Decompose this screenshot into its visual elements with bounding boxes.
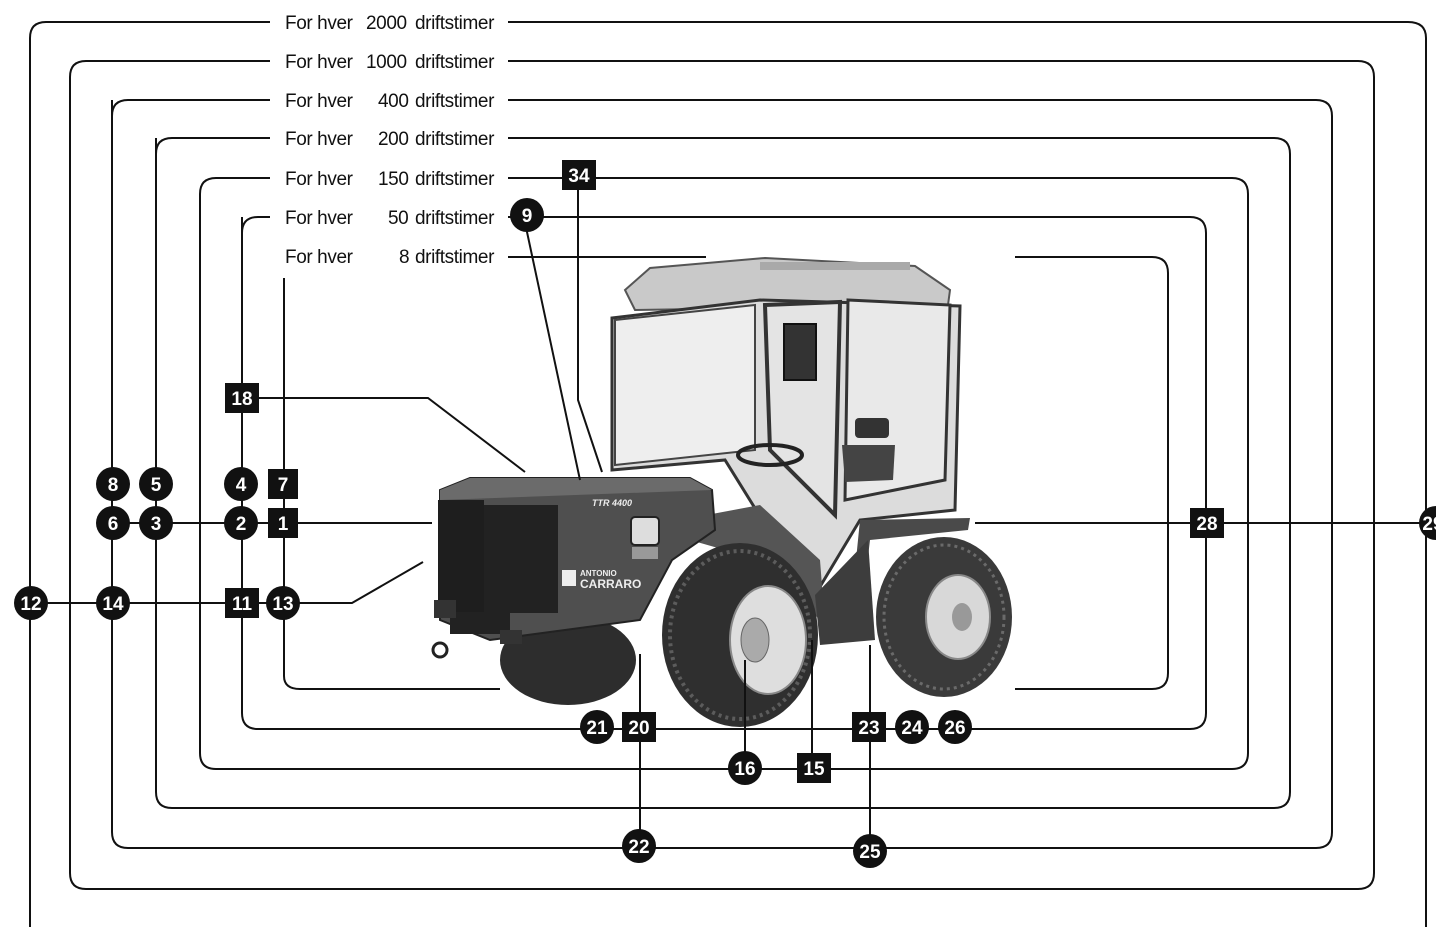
interval-hours: 200 — [378, 129, 409, 150]
svg-text:4: 4 — [236, 475, 247, 496]
marker-12: 12 — [14, 586, 48, 620]
svg-text:For hver 400 drift: For hver 400 driftstimer — [285, 91, 495, 112]
marker-25: 25 — [853, 834, 887, 868]
marker-4: 4 — [224, 467, 258, 501]
interval-prefix: For hver — [285, 129, 354, 150]
interval-unit: driftstimer — [415, 247, 495, 268]
svg-text:11: 11 — [232, 594, 253, 615]
svg-text:For hver 50 drifts: For hver 50 driftstimer — [285, 208, 495, 229]
interval-unit: driftstimer — [415, 52, 495, 73]
interval-prefix: For hver — [285, 52, 354, 73]
interval-prefix: For hver — [285, 208, 354, 229]
svg-text:26: 26 — [944, 718, 965, 739]
svg-text:9: 9 — [522, 206, 533, 227]
marker-14: 14 — [96, 586, 130, 620]
marker-7: 7 — [268, 469, 298, 499]
svg-text:16: 16 — [734, 759, 755, 780]
interval-unit: driftstimer — [415, 169, 495, 190]
svg-text:14: 14 — [102, 594, 124, 615]
marker-34: 34 — [562, 160, 596, 190]
interval-hours: 150 — [378, 169, 409, 190]
marker-1: 1 — [268, 508, 298, 538]
interval-frame-150: For hver 150 driftstimer — [199, 169, 1249, 770]
markers: 8 5 4 6 3 2 12 14 13 9 21 22 16 24 26 25… — [14, 160, 1436, 868]
marker-22: 22 — [622, 829, 656, 863]
svg-text:1: 1 — [278, 514, 289, 535]
marker-11: 11 — [225, 588, 259, 618]
marker-9: 9 — [510, 198, 544, 232]
marker-21: 21 — [580, 710, 614, 744]
interval-unit: driftstimer — [415, 91, 495, 112]
interval-frame-1000: For hver 1000 driftstimer — [69, 52, 1375, 890]
interval-prefix: For hver — [285, 247, 354, 268]
svg-text:For hver 1000 drif: For hver 1000 driftstimer — [285, 52, 495, 73]
interval-hours: 50 — [388, 208, 408, 229]
svg-text:34: 34 — [568, 166, 590, 187]
svg-text:25: 25 — [859, 842, 881, 863]
marker-13: 13 — [266, 586, 300, 620]
svg-text:22: 22 — [628, 837, 649, 858]
marker-5: 5 — [139, 467, 173, 501]
svg-text:3: 3 — [151, 514, 162, 535]
interval-frame-50: For hver 50 driftstimer — [241, 208, 1207, 730]
marker-28: 28 — [1190, 508, 1224, 538]
marker-29: 29 — [1419, 506, 1436, 540]
interval-unit: driftstimer — [415, 208, 495, 229]
svg-text:2: 2 — [236, 514, 247, 535]
marker-24: 24 — [895, 710, 929, 744]
svg-text:18: 18 — [231, 389, 252, 410]
svg-text:For hver 2000 drif: For hver 2000 driftstimer — [285, 13, 495, 34]
marker-15: 15 — [797, 753, 831, 783]
marker-2: 2 — [224, 506, 258, 540]
svg-text:12: 12 — [20, 594, 41, 615]
marker-16: 16 — [728, 751, 762, 785]
svg-text:6: 6 — [108, 514, 119, 535]
interval-hours: 2000 — [366, 13, 407, 34]
svg-text:29: 29 — [1422, 514, 1436, 535]
marker-3: 3 — [139, 506, 173, 540]
marker-18: 18 — [225, 383, 259, 413]
svg-text:For hver 8 driftst: For hver 8 driftstimer — [285, 247, 495, 268]
svg-text:5: 5 — [151, 475, 162, 496]
svg-text:7: 7 — [278, 475, 289, 496]
marker-6: 6 — [96, 506, 130, 540]
interval-frame-8: For hver 8 driftstimer — [283, 247, 1169, 690]
tractor-illustration: TTR 4400 ANTONIO CARRARO — [431, 256, 1012, 727]
marker-23: 23 — [852, 712, 886, 742]
marker-20: 20 — [622, 712, 656, 742]
interval-frame-200: For hver 200 driftstimer — [155, 129, 1291, 809]
interval-hours: 8 — [399, 247, 409, 268]
hood-model-label: TTR 4400 — [592, 498, 632, 508]
interval-hours: 400 — [378, 91, 409, 112]
svg-text:21: 21 — [586, 718, 608, 739]
interval-unit: driftstimer — [415, 13, 495, 34]
interval-prefix: For hver — [285, 13, 354, 34]
interval-hours: 1000 — [366, 52, 407, 73]
svg-text:20: 20 — [628, 718, 649, 739]
svg-text:8: 8 — [108, 475, 119, 496]
marker-8: 8 — [96, 467, 130, 501]
svg-text:24: 24 — [901, 718, 923, 739]
interval-frame-2000: For hver 2000 driftstimer — [29, 13, 1427, 927]
interval-prefix: For hver — [285, 91, 354, 112]
interval-prefix: For hver — [285, 169, 354, 190]
svg-text:For hver 150 drift: For hver 150 driftstimer — [285, 169, 495, 190]
interval-frame-400: For hver 400 driftstimer — [111, 91, 1333, 849]
svg-text:28: 28 — [1196, 514, 1217, 535]
svg-text:For hver 200 drift: For hver 200 driftstimer — [285, 129, 495, 150]
brand-line-2: CARRARO — [580, 577, 641, 591]
svg-text:13: 13 — [272, 594, 293, 615]
svg-text:15: 15 — [803, 759, 825, 780]
brand-line-1: ANTONIO — [580, 569, 617, 578]
marker-26: 26 — [938, 710, 972, 744]
svg-text:23: 23 — [858, 718, 879, 739]
interval-unit: driftstimer — [415, 129, 495, 150]
